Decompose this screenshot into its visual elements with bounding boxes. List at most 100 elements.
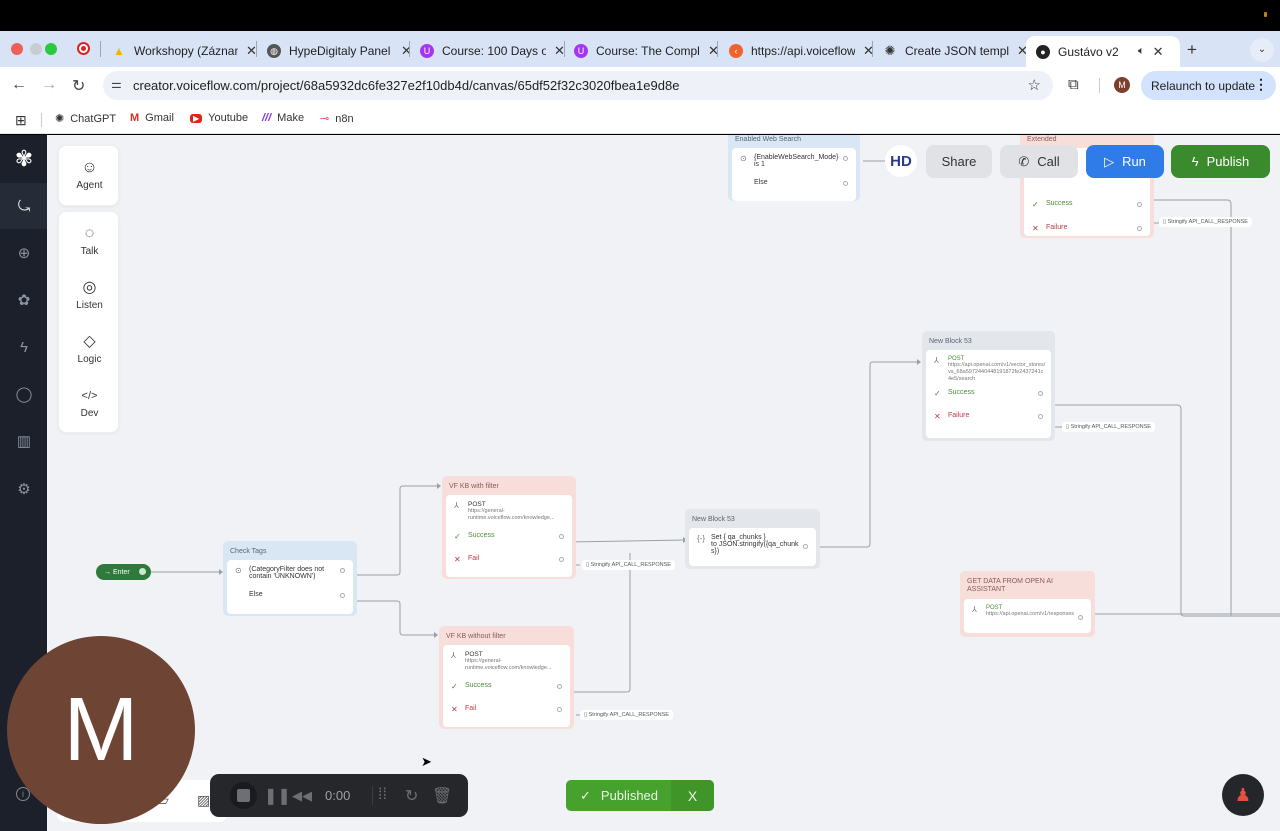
close-tab-icon[interactable]: ✕ [1017,43,1028,58]
trash-icon[interactable]: 🗑︎ [432,788,453,805]
speaker-icon[interactable]: 🔈︎ [1138,45,1145,57]
bookmark-make[interactable]: ///Make [262,112,304,124]
output-port[interactable] [559,557,564,562]
conversations-icon[interactable]: ◯ [15,386,33,403]
output-port[interactable] [557,707,562,712]
stop-recording-button[interactable] [230,782,257,809]
output-port[interactable] [1038,391,1043,396]
window-maximize-button[interactable] [45,43,57,55]
back-button[interactable]: ← [11,76,27,93]
output-port[interactable] [340,568,345,573]
bookmark-chatgpt[interactable]: ✺ChatGPT [55,112,116,126]
close-tab-icon[interactable]: ✕ [554,43,565,58]
block-check-tags[interactable]: Check Tags ⊙(CategoryFilter does not con… [223,541,357,616]
flow-canvas[interactable]: Enabled Web Search ⊙{EnableWebSearch_Mod… [47,135,1280,831]
window-close-button[interactable] [11,43,23,55]
else-row[interactable]: Else [235,591,345,598]
tab-create-json[interactable]: ✺ Create JSON templ ✕ [883,36,1028,66]
grid-icon[interactable]: ⁞⁞ [378,786,387,803]
tool-listen[interactable]: ◎Listen [59,278,120,311]
assistant-avatar-button[interactable]: ♟ [1222,774,1264,816]
new-tab-button[interactable]: + [1187,40,1197,59]
address-bar[interactable]: ⚌ creator.voiceflow.com/project/68a5932d… [103,71,1053,100]
tab-search-chevron-icon[interactable]: ⌄ [1250,38,1274,62]
bookmark-n8n[interactable]: ⊸n8n [320,112,354,126]
output-port[interactable] [139,568,146,575]
close-tab-icon[interactable]: ✕ [708,43,719,58]
output-port[interactable] [340,593,345,598]
run-button[interactable]: ▷Run [1086,145,1164,178]
tab-course-complete[interactable]: U Course: The Compl ✕ [574,36,719,66]
tab-api-voiceflow[interactable]: ‹ https://api.voiceflow ✕ [729,36,874,66]
extensions-icon[interactable]: ⧉ [1068,76,1079,93]
tool-logic[interactable]: ◇Logic [59,332,120,365]
url-text[interactable]: creator.voiceflow.com/project/68a5932dc6… [133,78,680,93]
condition-row[interactable]: ⊙(CategoryFilter does not contain 'UNKNO… [235,566,345,580]
close-tab-icon[interactable]: ✕ [401,43,412,58]
success-row[interactable]: ✓Success [934,389,1043,398]
relaunch-button[interactable]: Relaunch to update⋮ [1141,71,1276,100]
site-settings-icon[interactable]: ⚌ [111,77,122,91]
output-port[interactable] [1038,414,1043,419]
tab-course-100-days[interactable]: U Course: 100 Days of ✕ [420,36,565,66]
close-tab-icon[interactable]: ✕ [246,43,257,58]
block-new-block-53-set[interactable]: New Block 53 {-}Set { qa_chunks }to JSON… [685,509,820,569]
output-port[interactable] [843,156,848,161]
call-button[interactable]: ✆Call [1000,145,1078,178]
fail-row[interactable]: ✕Fail [451,705,562,714]
output-port[interactable] [843,181,848,186]
bookmark-star-icon[interactable]: ☆ [1027,77,1041,94]
failure-row[interactable]: ✕Failure [934,412,1043,421]
stringify-tag[interactable]: ▯ Stringify API_CALL_RESPONSE [1159,217,1252,227]
tool-talk[interactable]: ◌Talk [59,224,120,257]
workflows-icon[interactable]: ⤿ [17,197,31,215]
block-enabled-web-search[interactable]: Enabled Web Search ⊙{EnableWebSearch_Mod… [728,135,860,201]
stringify-tag[interactable]: ▯ Stringify API_CALL_RESPONSE [582,560,675,570]
more-menu-icon[interactable]: ⋮ [1254,76,1268,92]
info-icon[interactable]: i [16,787,30,801]
start-enter-node[interactable]: → Enter [96,564,151,580]
tool-dev[interactable]: </>Dev [59,386,120,419]
output-port[interactable] [1137,202,1142,207]
agents-icon[interactable]: ✿ [17,292,31,309]
profile-avatar[interactable]: M [1114,77,1130,93]
tab-hypedigitaly[interactable]: ◍ HypeDigitaly Panel ✕ [267,36,412,66]
tool-agent[interactable]: ☺Agent [59,158,120,191]
set-row[interactable]: {-}Set { qa_chunks }to JSON.stringify({q… [697,534,808,555]
stringify-tag[interactable]: ▯ Stringify API_CALL_RESPONSE [580,710,673,720]
failure-row[interactable]: ✕Failure [1032,224,1142,233]
output-port[interactable] [1137,226,1142,231]
tab-workshopy[interactable]: ▲ Workshopy (Záznam ✕ [112,36,257,66]
output-port[interactable] [559,534,564,539]
forward-button[interactable]: → [41,76,57,93]
success-row[interactable]: ✓Success [454,532,564,541]
fail-row[interactable]: ✕Fail [454,555,564,564]
restart-icon[interactable]: ↻ [405,788,419,805]
condition-row[interactable]: ⊙{EnableWebSearch_Mode} is 1 [740,154,848,168]
rewind-icon[interactable]: ◀◀ [292,788,312,803]
tab-gustavo-v2[interactable]: ● Gustávo v2 🔈︎ ✕ [1026,36,1180,67]
stringify-tag[interactable]: ▯ Stringify API_CALL_RESPONSE [1062,422,1155,432]
voiceflow-logo-icon[interactable]: ✾ [14,146,34,171]
window-minimize-button[interactable] [30,43,42,55]
close-tab-icon[interactable]: ✕ [863,43,874,58]
share-button[interactable]: Share [926,145,992,178]
close-tab-icon[interactable]: ✕ [1152,43,1164,59]
apps-grid-icon[interactable]: ⊞ [15,112,27,128]
pause-icon[interactable]: ❚❚ [264,788,291,805]
image-icon[interactable]: ▨ [197,792,211,808]
settings-gear-icon[interactable]: ⚙ [17,481,31,498]
close-toast-button[interactable]: X [671,780,714,811]
analytics-icon[interactable]: ▥ [16,433,32,450]
success-row[interactable]: ✓Success [1032,200,1142,209]
output-port[interactable] [557,684,562,689]
